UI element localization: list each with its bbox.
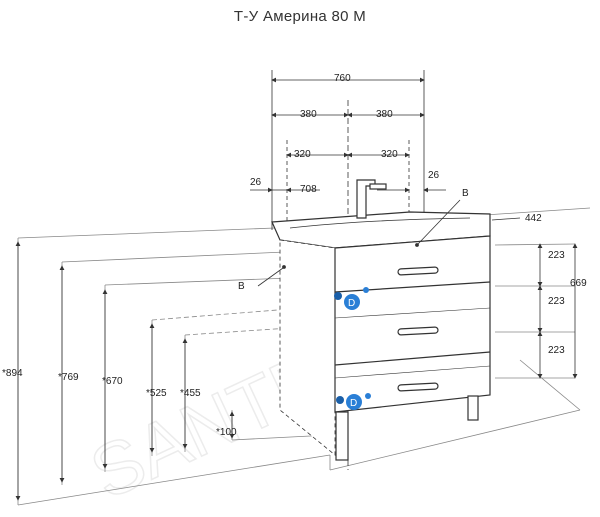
dim-769: *769 [58,372,79,383]
marker-d-upper-label: D [348,298,355,309]
dim-drawer-3: 223 [548,345,565,356]
dim-leg-height: *100 [216,427,237,438]
right-dimension-lines [491,217,578,379]
dim-side-right: 26 [428,170,440,181]
dim-525: *525 [146,388,167,399]
label-b-left: B [238,281,245,292]
b-leaders [257,199,461,287]
dim-inner-width: 708 [300,184,317,195]
page-title: Т-У Америна 80 М [233,8,367,25]
marker-d-upper [344,294,360,310]
marker-d-lower [346,394,362,410]
dim-drawer-2: 223 [548,296,565,307]
marker-dot [334,292,342,300]
dim-total-height: *894 [2,368,23,379]
dim-455: *455 [180,388,201,399]
dim-total-width: 760 [334,73,351,84]
marker-dot-small [363,287,369,293]
connection-markers: D D [334,287,371,410]
marker-d-lower-label: D [350,398,357,409]
dim-axis-left: 320 [294,149,311,160]
dim-half-right: 380 [376,109,393,120]
dim-body-height: 669 [570,278,587,289]
marker-dot-small-lower [365,393,371,399]
cabinet [271,179,491,461]
dim-670: *670 [102,376,123,387]
dim-axis-right: 320 [381,149,398,160]
left-dimension-lines [15,241,235,501]
marker-dot-lower [336,396,344,404]
dim-half-left: 380 [300,109,317,120]
label-b-right: B [462,188,469,199]
dim-side-left: 26 [250,177,262,188]
dim-drawer-1: 223 [548,250,565,261]
dim-depth: 442 [525,213,542,224]
